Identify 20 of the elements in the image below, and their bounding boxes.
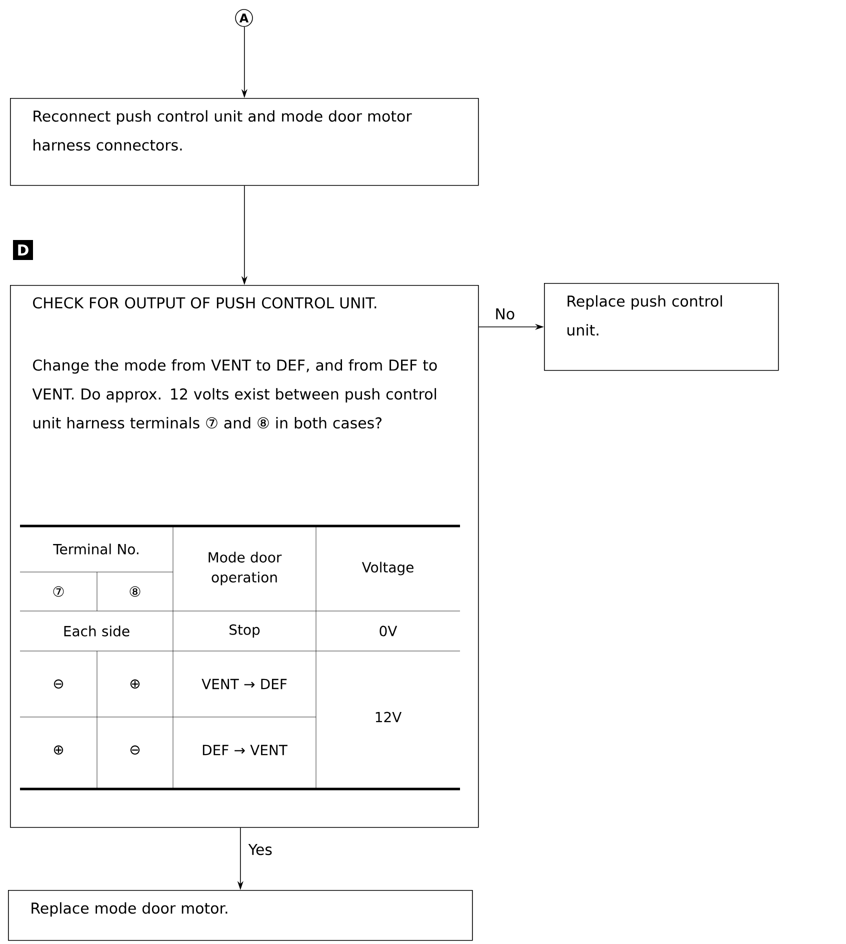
table-cell: Stop [230, 624, 260, 638]
table-cell: ⊖ [54, 679, 64, 689]
table-cell: Mode door operation [208, 552, 282, 586]
table-cell: VENT → DEF [202, 678, 287, 690]
process-box: Replace push control unit. [544, 283, 779, 371]
edge-label: No [494, 307, 516, 320]
process-box: Reconnect push control unit and mode door motor harness connectors. [10, 98, 479, 186]
table-cell: Terminal No. [53, 544, 138, 554]
table-cell: Each side [64, 626, 130, 636]
table-cell: Voltage [362, 562, 414, 576]
table-cell: 12V [376, 712, 402, 722]
table-cell: ⊕ [54, 745, 64, 755]
table-cell: DEF → VENT [202, 744, 288, 756]
table-cell: ⊕ [130, 679, 140, 689]
table-cell: 0V [380, 626, 398, 636]
process-box: Replace mode door motor. [8, 890, 473, 941]
table-cell: ⊖ [130, 745, 140, 755]
table-cell: ⑦ [53, 586, 64, 597]
edge-label: Yes [247, 843, 274, 856]
table-cell: ⑧ [130, 586, 140, 597]
